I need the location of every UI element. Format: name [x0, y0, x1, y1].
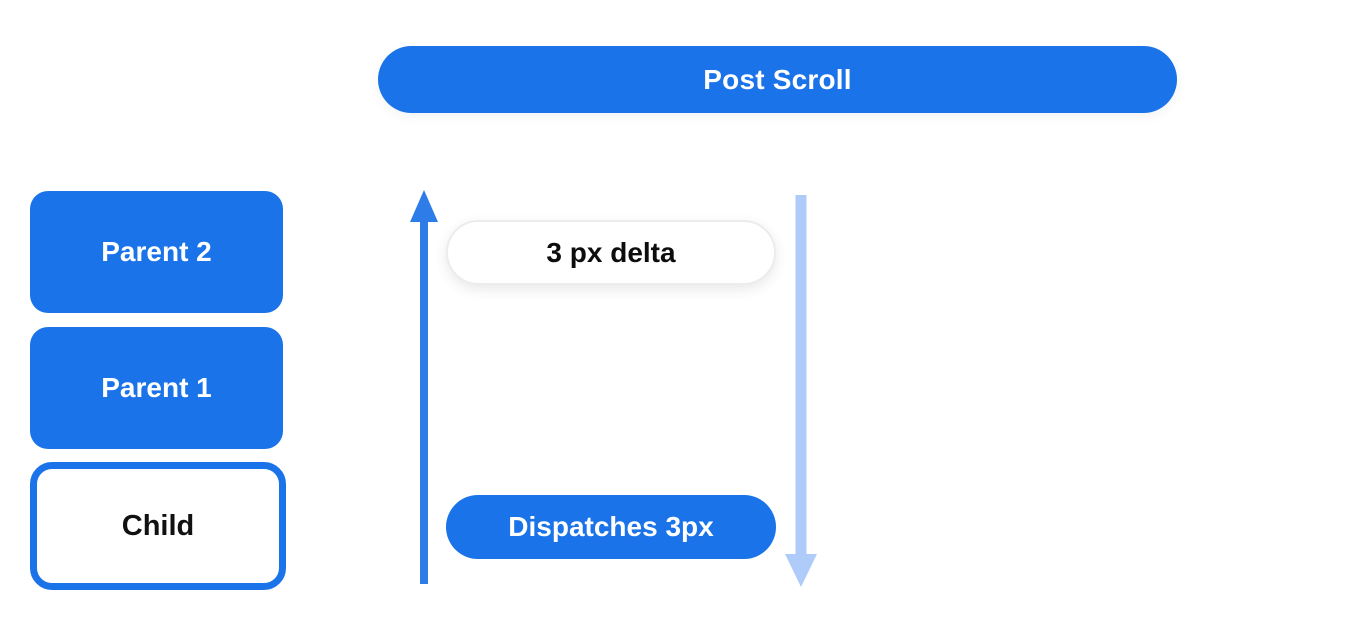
parent-1-label: Parent 1	[101, 372, 212, 403]
post-scroll-label: Post Scroll	[703, 63, 852, 95]
dispatches-pill: Dispatches 3px	[446, 495, 776, 559]
parent-2-box: Parent 2	[30, 191, 283, 313]
parent-2-label: Parent 2	[101, 236, 212, 267]
post-scroll-banner: Post Scroll	[378, 46, 1177, 113]
child-box: Child	[30, 462, 286, 590]
dispatches-label: Dispatches 3px	[508, 511, 714, 542]
down-arrow-icon	[785, 195, 817, 587]
up-arrow-icon	[410, 190, 438, 584]
delta-pill: 3 px delta	[446, 220, 776, 285]
child-label: Child	[121, 509, 195, 542]
delta-label: 3 px delta	[546, 236, 676, 268]
parent-1-box: Parent 1	[30, 327, 283, 449]
